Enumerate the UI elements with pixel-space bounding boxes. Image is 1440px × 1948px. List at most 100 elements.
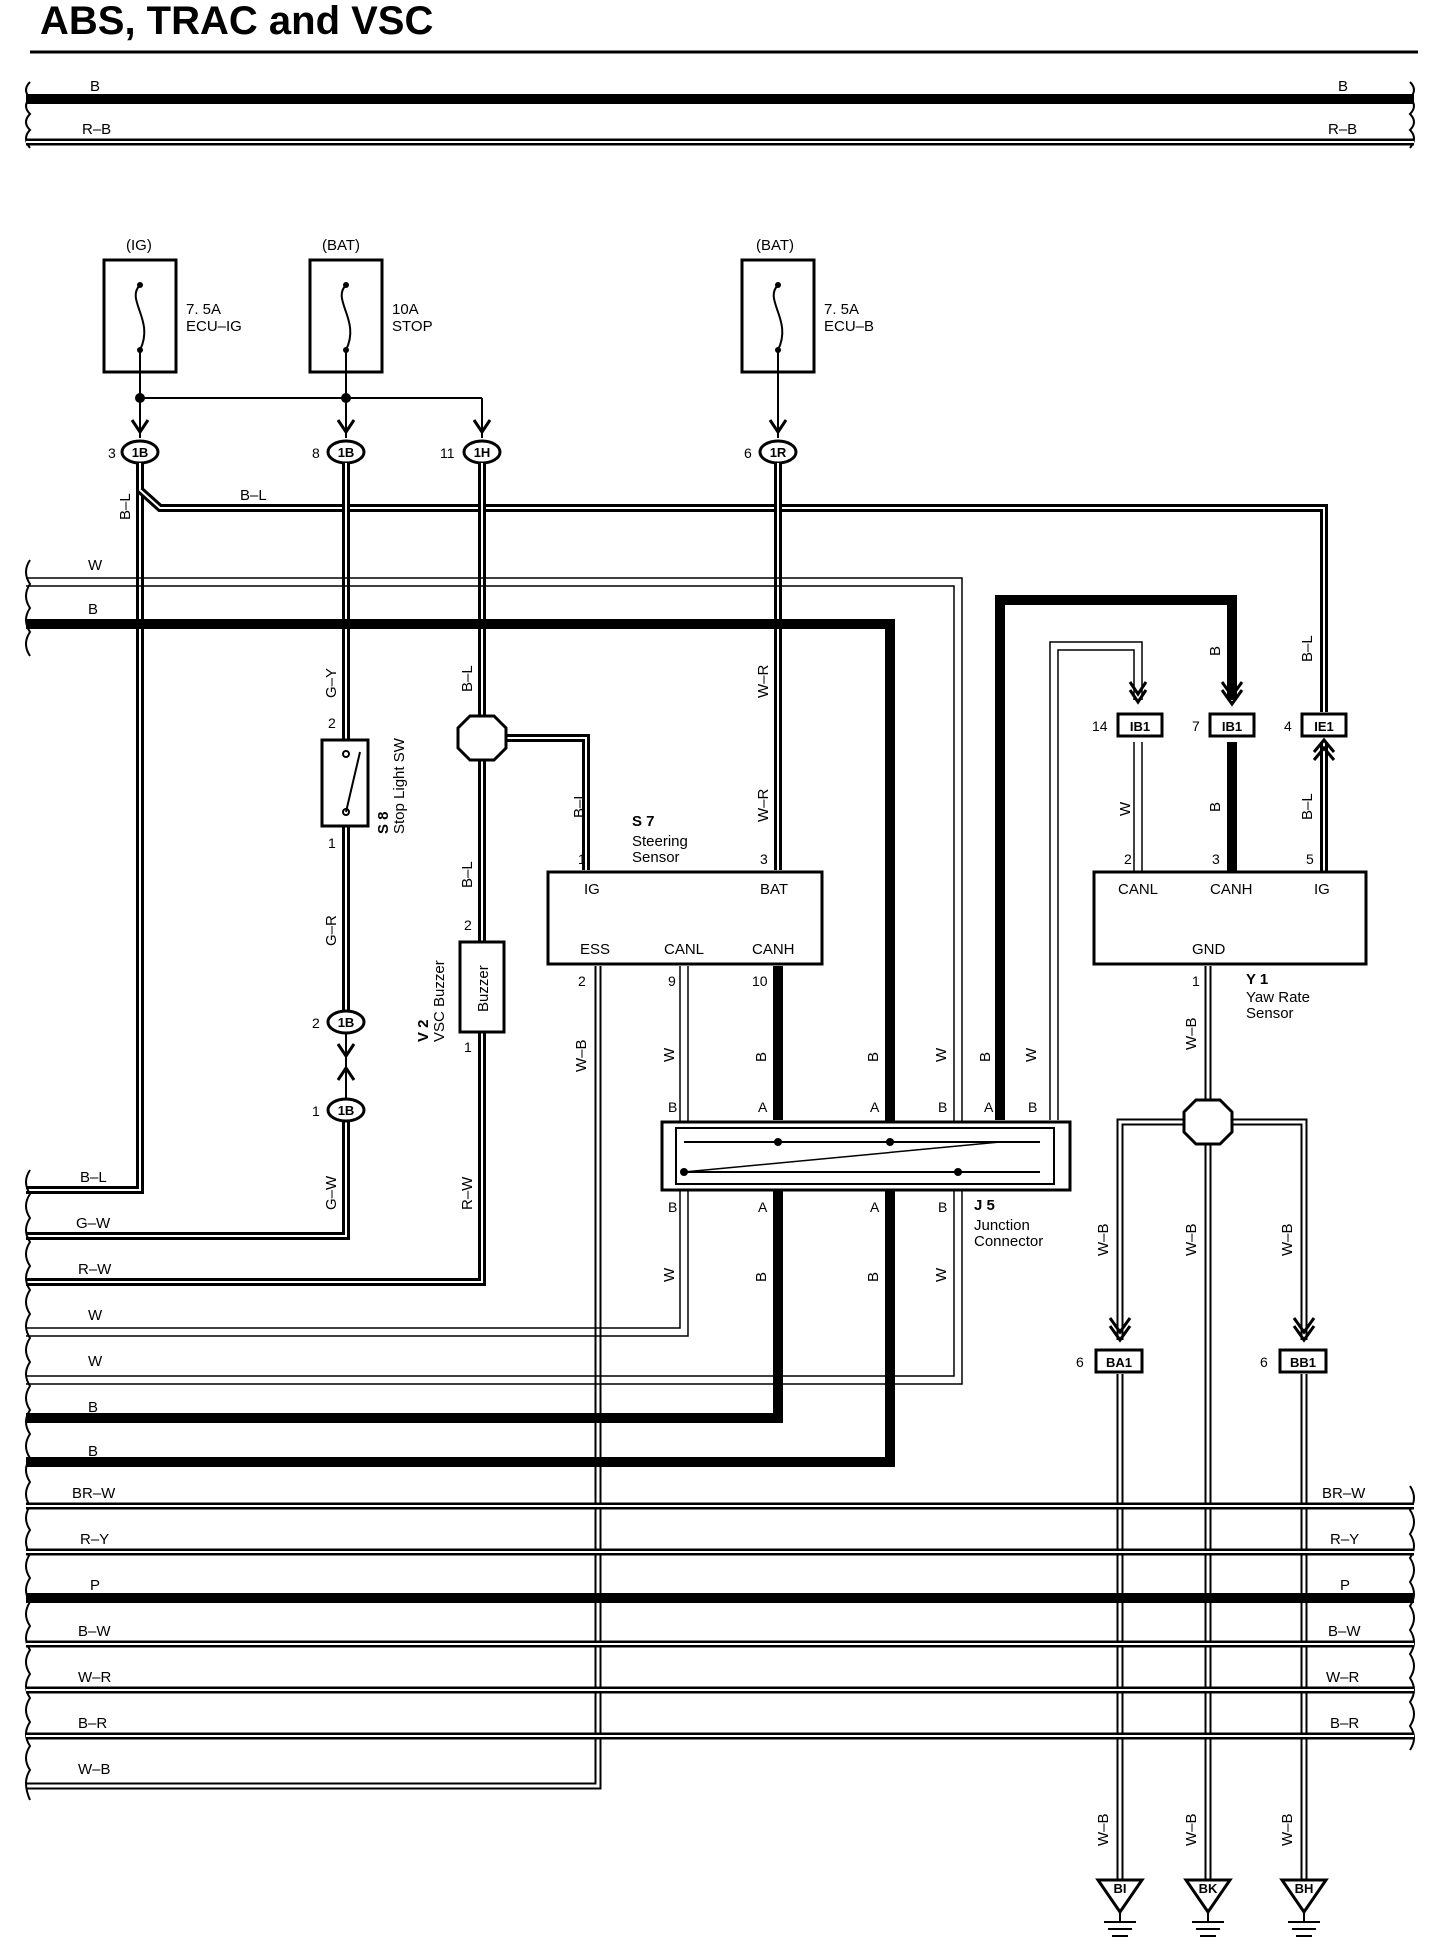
- connector-1b-pin8: 1B 8: [312, 439, 366, 465]
- svg-text:B–R: B–R: [1330, 1715, 1359, 1732]
- svg-text:P: P: [90, 1577, 100, 1594]
- svg-text:6: 6: [1076, 1354, 1084, 1370]
- connector-ba1-pin6: BA1 6: [1076, 1317, 1144, 1374]
- svg-text:A: A: [870, 1199, 880, 1215]
- svg-text:R–Y: R–Y: [1330, 1531, 1359, 1548]
- svg-text:7: 7: [1192, 718, 1200, 734]
- svg-text:Sensor: Sensor: [632, 849, 680, 866]
- top-bus-label-left: B: [90, 78, 100, 95]
- svg-text:Yaw Rate: Yaw Rate: [1246, 989, 1310, 1006]
- svg-text:W–B: W–B: [1183, 1813, 1200, 1846]
- svg-text:W: W: [933, 1267, 950, 1282]
- fuse-output-wires: [130, 350, 788, 438]
- svg-text:2: 2: [328, 715, 336, 731]
- fuse-rating: 7. 5A: [186, 301, 221, 318]
- connector-ib1-pin7: IB1 7: [1192, 681, 1256, 738]
- fuse-rating: 7. 5A: [824, 301, 859, 318]
- svg-text:G–W: G–W: [323, 1175, 340, 1210]
- svg-text:IE1: IE1: [1314, 719, 1334, 734]
- svg-text:2: 2: [464, 917, 472, 933]
- svg-text:B–R: B–R: [78, 1715, 107, 1732]
- svg-text:B: B: [668, 1199, 677, 1215]
- svg-text:CANH: CANH: [752, 941, 795, 958]
- svg-text:1: 1: [578, 851, 586, 867]
- svg-text:B–L: B–L: [117, 493, 134, 520]
- svg-text:1: 1: [312, 1103, 320, 1119]
- svg-text:B: B: [865, 1052, 882, 1062]
- top-bus-label-right: R–B: [1328, 121, 1357, 138]
- svg-text:B–W: B–W: [78, 1623, 111, 1640]
- svg-text:1: 1: [328, 835, 336, 851]
- svg-text:CANL: CANL: [664, 941, 704, 958]
- svg-text:R–W: R–W: [78, 1261, 112, 1278]
- svg-text:R–Y: R–Y: [80, 1531, 109, 1548]
- svg-text:1R: 1R: [770, 445, 787, 460]
- fuse-source: (IG): [126, 237, 152, 254]
- splice-point: [456, 714, 508, 762]
- connector-ib1-pin14: IB1 14: [1092, 681, 1164, 738]
- svg-text:W: W: [88, 1307, 103, 1324]
- svg-text:BA1: BA1: [1106, 1355, 1132, 1370]
- bottom-bus: BR–W BR–W R–Y R–Y P P B–W B–W W–R W–R B–…: [26, 1485, 1414, 1778]
- svg-text:Buzzer: Buzzer: [475, 965, 492, 1012]
- svg-text:W: W: [661, 1047, 678, 1062]
- svg-text:B: B: [668, 1099, 677, 1115]
- svg-text:S 8: S 8: [375, 811, 392, 834]
- svg-text:Sensor: Sensor: [1246, 1005, 1294, 1022]
- svg-text:S 7: S 7: [632, 813, 655, 830]
- top-bus-label-left: R–B: [82, 121, 111, 138]
- svg-text:W–B: W–B: [1095, 1813, 1112, 1846]
- page-title: ABS, TRAC and VSC: [40, 0, 433, 43]
- svg-text:1B: 1B: [338, 445, 355, 460]
- svg-text:W: W: [661, 1267, 678, 1282]
- svg-text:B: B: [1028, 1099, 1037, 1115]
- connector-1r-pin6: 1R 6: [744, 439, 798, 465]
- svg-text:1: 1: [464, 1039, 472, 1055]
- top-bus: B B R–B R–B: [25, 78, 1415, 149]
- fuse-name: ECU–IG: [186, 318, 242, 335]
- ground-bh: BH: [1279, 1878, 1329, 1937]
- connector-1b-pin3: 1B 3: [108, 439, 160, 465]
- svg-text:BH: BH: [1295, 1881, 1314, 1896]
- svg-text:B: B: [88, 1443, 98, 1460]
- fuse-name: ECU–B: [824, 318, 874, 335]
- svg-text:14: 14: [1092, 718, 1108, 734]
- svg-text:J 5: J 5: [974, 1197, 995, 1214]
- svg-text:1H: 1H: [474, 445, 491, 460]
- wire-label-b: B: [88, 601, 98, 618]
- svg-text:W–R: W–R: [755, 789, 772, 823]
- svg-text:3: 3: [108, 445, 116, 461]
- svg-text:B–L: B–L: [1299, 635, 1316, 662]
- wire-label-w: W: [88, 557, 103, 574]
- fuse-name: STOP: [392, 318, 433, 335]
- fuse-source: (BAT): [322, 237, 360, 254]
- svg-text:B–L: B–L: [1299, 793, 1316, 820]
- fuse-ecu-b: (BAT) 7. 5A ECU–B: [740, 237, 874, 374]
- svg-text:ESS: ESS: [580, 941, 610, 958]
- svg-text:BAT: BAT: [760, 881, 788, 898]
- svg-text:1: 1: [1192, 973, 1200, 989]
- svg-text:B: B: [1207, 802, 1224, 812]
- yaw-rate-sensor: CANL CANH IG GND 2 3 5 1 Y 1 Yaw Rate Se…: [1092, 851, 1368, 1022]
- connector-bb1-pin6: BB1 6: [1260, 1317, 1328, 1374]
- svg-text:BR–W: BR–W: [1322, 1485, 1366, 1502]
- svg-text:B: B: [753, 1052, 770, 1062]
- svg-text:10: 10: [752, 973, 768, 989]
- svg-text:3: 3: [1212, 851, 1220, 867]
- svg-text:G–Y: G–Y: [323, 668, 340, 698]
- svg-text:BR–W: BR–W: [72, 1485, 116, 1502]
- wires: [26, 463, 1328, 1880]
- svg-text:W: W: [933, 1047, 950, 1062]
- svg-text:B: B: [88, 1399, 98, 1416]
- svg-text:W: W: [1023, 1047, 1040, 1062]
- svg-text:W–B: W–B: [78, 1761, 111, 1778]
- svg-text:1B: 1B: [338, 1103, 355, 1118]
- svg-text:B–L: B–L: [459, 665, 476, 692]
- svg-text:2: 2: [1124, 851, 1132, 867]
- vertical-wire-labels: B–L B–L G–Y G–R G–W B–L B–L R–W B–L W–R …: [117, 487, 1316, 1846]
- svg-text:6: 6: [1260, 1354, 1268, 1370]
- svg-text:Connector: Connector: [974, 1233, 1043, 1250]
- svg-text:Stop Light SW: Stop Light SW: [391, 737, 408, 834]
- svg-text:W–R: W–R: [1326, 1669, 1360, 1686]
